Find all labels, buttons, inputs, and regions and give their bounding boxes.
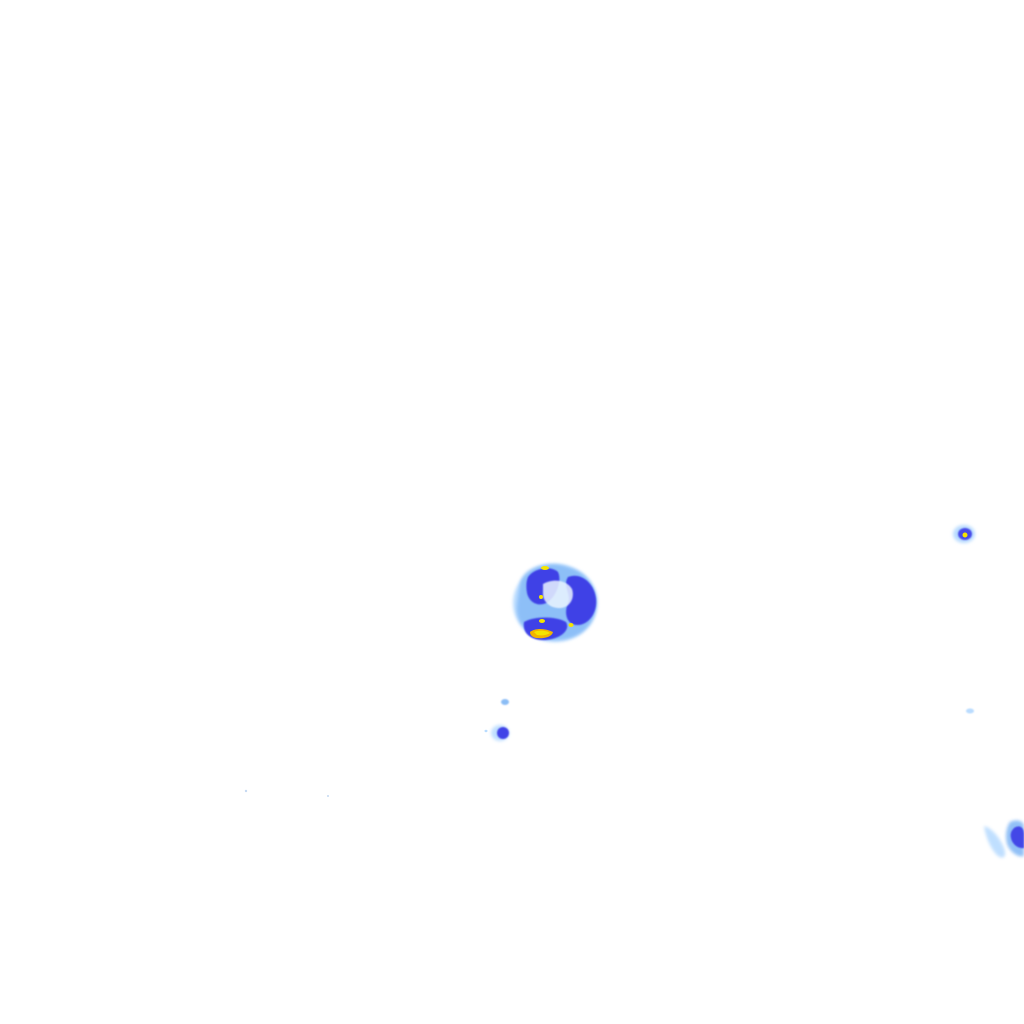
echo-specks-west <box>244 789 329 797</box>
echo-speck-east <box>966 708 974 714</box>
storm-cell-southeast-edge <box>984 820 1024 858</box>
storm-cell-main <box>513 564 597 642</box>
storm-cell-east <box>953 525 975 543</box>
storm-cell-southwest <box>484 699 509 741</box>
